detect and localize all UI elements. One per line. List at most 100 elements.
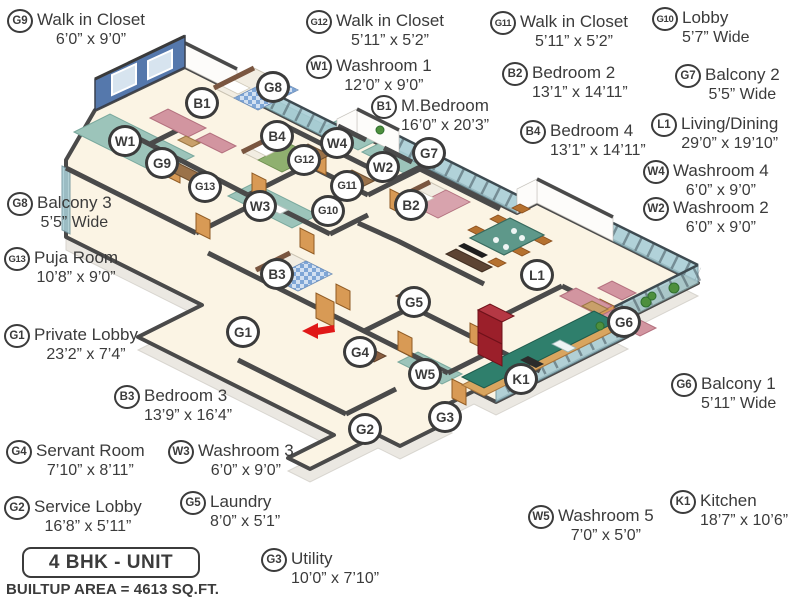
legend-item-g6: G6 Balcony 1 5’11” Wide	[671, 373, 776, 414]
plan-bubble-g11: G11	[330, 170, 364, 202]
legend-name-w5: Washroom 5	[558, 506, 654, 525]
plan-bubble-b4: B4	[260, 120, 294, 152]
legend-code-w4: W4	[643, 160, 669, 184]
plan-bubble-b3: B3	[260, 258, 294, 290]
legend-name-b1: M.Bedroom	[401, 96, 489, 115]
plan-bubble-w5: W5	[408, 358, 442, 390]
legend-dims-g5: 8’0” x 5’1”	[210, 513, 281, 530]
legend-code-g7: G7	[675, 64, 701, 88]
legend-code-w5: W5	[528, 505, 554, 529]
legend-code-g2: G2	[4, 496, 30, 520]
refrigerator	[476, 303, 516, 367]
legend-name-l1: Living/Dining	[681, 114, 779, 133]
legend-dims-g2: 16’8” x 5’11”	[44, 518, 132, 535]
legend-dims-b1: 16’0” x 20’3”	[401, 117, 490, 134]
legend-dims-g6: 5’11” Wide	[701, 395, 777, 412]
plan-bubble-w4: W4	[320, 127, 354, 159]
legend-dims-k1: 18’7” x 10’6”	[700, 512, 789, 529]
legend-code-b1: B1	[371, 95, 397, 119]
legend-code-g4: G4	[6, 440, 32, 464]
legend-dims-g13: 10’8” x 9’0”	[36, 269, 116, 286]
legend-code-g3: G3	[261, 548, 287, 572]
legend-name-w4: Washroom 4	[673, 161, 769, 180]
legend-dims-g9: 6’0” x 9’0”	[55, 31, 127, 48]
legend-code-g1: G1	[4, 324, 30, 348]
legend-dims-g1: 23’2” x 7’4”	[46, 346, 126, 363]
legend-dims-w1: 12’0” x 9’0”	[344, 77, 424, 94]
legend-item-g3: G3 Utility 10’0” x 7’10”	[261, 548, 379, 589]
legend-item-w5: W5 Washroom 5 7’0” x 5’0”	[528, 505, 654, 546]
legend-dims-g10: 5’7” Wide	[682, 29, 750, 46]
plan-bubble-k1: K1	[504, 363, 538, 395]
legend-dims-b4: 13’1” x 14’11”	[550, 142, 646, 159]
legend-dims-g4: 7’10” x 8’11”	[46, 462, 134, 479]
legend-name-g7: Balcony 2	[705, 65, 780, 84]
legend-name-w2: Washroom 2	[673, 198, 769, 217]
legend-code-g13: G13	[4, 247, 30, 271]
plan-bubble-b2: B2	[394, 189, 428, 221]
legend-dims-w3: 6’0” x 9’0”	[210, 462, 281, 479]
legend-dims-l1: 29’0” x 19’10”	[681, 135, 779, 152]
legend-name-g11: Walk in Closet	[520, 12, 629, 31]
legend-dims-b2: 13’1” x 14’11”	[532, 84, 628, 101]
legend-name-g8: Balcony 3	[37, 193, 112, 212]
legend-item-g9: G9 Walk in Closet 6’0” x 9’0”	[7, 9, 145, 50]
legend-code-b3: B3	[114, 385, 140, 409]
legend-name-g13: Puja Room	[34, 248, 119, 267]
living-tv-unit	[444, 243, 494, 273]
plan-bubble-g4: G4	[343, 336, 377, 368]
legend-dims-w5: 7’0” x 5’0”	[570, 527, 641, 544]
legend-code-b2: B2	[502, 62, 528, 86]
legend-item-g5: G5 Laundry 8’0” x 5’1”	[180, 491, 280, 532]
legend-code-k1: K1	[670, 490, 696, 514]
unit-title-box: 4 BHK - UNIT	[22, 547, 200, 578]
plan-bubble-g9: G9	[145, 147, 179, 179]
legend-code-w1: W1	[306, 55, 332, 79]
legend-name-g6: Balcony 1	[701, 374, 776, 393]
legend-item-g13: G13 Puja Room 10’8” x 9’0”	[4, 247, 118, 288]
legend-name-g3: Utility	[291, 549, 333, 568]
interior-walls	[64, 121, 630, 417]
dining-set	[467, 203, 553, 268]
legend-item-g2: G2 Service Lobby 16’8” x 5’11”	[4, 496, 142, 537]
plan-bubble-g13: G13	[188, 171, 222, 203]
legend-code-g11: G11	[490, 11, 516, 35]
legend-code-g9: G9	[7, 9, 33, 33]
plan-bubble-g1: G1	[226, 316, 260, 348]
legend-name-g2: Service Lobby	[34, 497, 142, 516]
legend-code-w2: W2	[643, 197, 669, 221]
legend-item-g8: G8 Balcony 3 5’5” Wide	[7, 192, 112, 233]
legend-name-w3: Washroom 3	[198, 441, 294, 460]
legend-name-g10: Lobby	[682, 8, 729, 27]
plan-bubble-g6: G6	[607, 306, 641, 338]
legend-dims-g3: 10’0” x 7’10”	[291, 570, 380, 587]
legend-item-b1: B1 M.Bedroom 16’0” x 20’3”	[371, 95, 489, 136]
legend-name-g9: Walk in Closet	[37, 10, 146, 29]
legend-name-g1: Private Lobby	[34, 325, 138, 344]
legend-code-g8: G8	[7, 192, 33, 216]
legend-name-b4: Bedroom 4	[550, 121, 634, 140]
plan-bubble-g8: G8	[256, 71, 290, 103]
legend-code-b4: B4	[520, 120, 546, 144]
legend-dims-g8: 5’5” Wide	[40, 214, 109, 231]
legend-item-b4: B4 Bedroom 4 13’1” x 14’11”	[520, 120, 646, 161]
legend-name-g5: Laundry	[210, 492, 272, 511]
legend-code-g5: G5	[180, 491, 206, 515]
entrance-arrow	[302, 323, 335, 339]
blue-feature-wall	[94, 34, 186, 112]
plan-bubble-g5: G5	[397, 286, 431, 318]
plan-bubble-g12: G12	[287, 144, 321, 176]
legend-dims-b3: 13’9” x 16’4”	[144, 407, 233, 424]
legend-code-g6: G6	[671, 373, 697, 397]
plan-bubble-g7: G7	[412, 137, 446, 169]
